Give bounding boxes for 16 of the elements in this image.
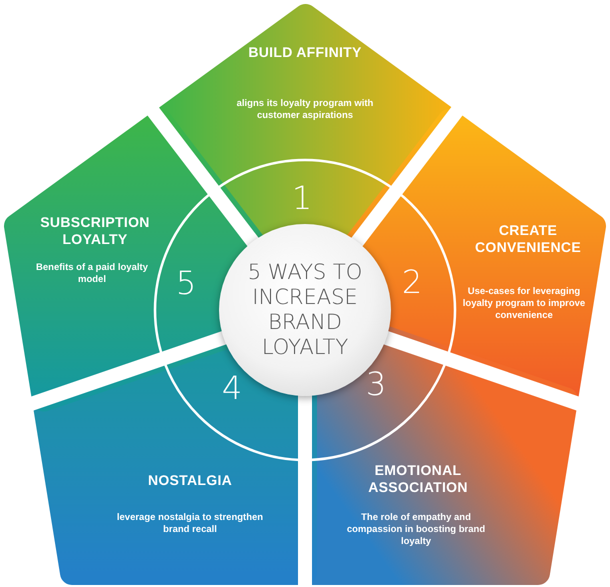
step-number: 5 <box>176 267 196 299</box>
segment-title: BUILD AFFINITY <box>247 44 363 61</box>
segment-description: leverage nostalgia to strengthen brand recall <box>116 512 264 536</box>
segment-description: aligns its loyalty program with customer aspirations <box>236 98 374 122</box>
step-number: 1 <box>292 182 312 214</box>
segment-description: The role of empathy and compassion in boosting brand loyalty <box>346 512 486 548</box>
segment-title: SUBSCRIPTION LOYALTY <box>39 214 151 248</box>
step-number: 2 <box>402 266 422 298</box>
segment-description: Use-cases for leveraging loyalty program to improve convenience <box>462 286 586 322</box>
segment-title: NOSTALGIA <box>146 472 234 489</box>
segment-description: Benefits of a paid loyalty model <box>35 262 149 286</box>
step-number: 3 <box>366 368 386 400</box>
step-number: 4 <box>222 372 242 404</box>
segment-title: CREATE CONVENIENCE <box>474 222 582 256</box>
center-title: 5 WAYS TO INCREASE BRAND LOYALTY <box>246 260 364 360</box>
segment-title: EMOTIONAL ASSOCIATION <box>367 462 469 496</box>
